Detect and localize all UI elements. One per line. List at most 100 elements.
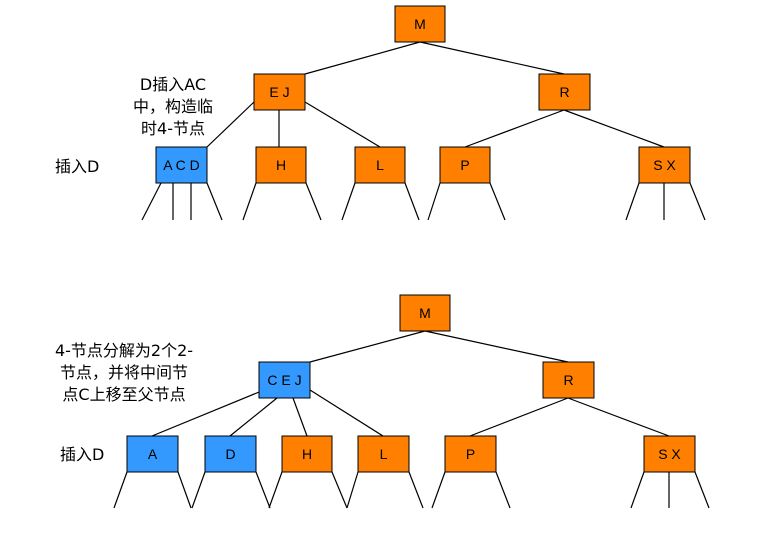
node-box: [357, 435, 410, 473]
node-box: [354, 146, 406, 184]
tree-node-t-sx: S X: [638, 146, 691, 184]
tree-node-t-m: M: [394, 5, 446, 43]
tree-edge: [431, 471, 446, 509]
node-label: S X: [658, 446, 681, 462]
tree-edge: [464, 109, 565, 148]
tree-node-b-p: P: [444, 435, 497, 473]
node-label: P: [466, 446, 475, 462]
tree-edge: [229, 397, 278, 437]
node-box: [281, 435, 333, 473]
tree-edge: [563, 109, 665, 148]
tree-edge: [255, 471, 271, 509]
tree-node-b-l: L: [357, 435, 410, 473]
node-label: L: [376, 157, 384, 173]
tree-edge: [292, 397, 308, 437]
tree-edge: [567, 397, 670, 437]
tree-edge: [630, 471, 645, 509]
node-box: [258, 361, 311, 399]
node-box: [444, 435, 497, 473]
node-box: [255, 146, 307, 184]
node-label: A C D: [163, 157, 200, 173]
tree-edge: [625, 182, 640, 221]
node-box: [538, 73, 591, 111]
tree-edges: [113, 41, 710, 509]
tree-node-t-p: P: [439, 146, 491, 184]
tree-edge: [309, 330, 426, 363]
node-label: C E J: [267, 372, 301, 388]
node-label: M: [414, 16, 426, 32]
node-box: [643, 435, 696, 473]
tree-edge: [427, 182, 441, 221]
tree-edge: [424, 330, 569, 363]
tree-edge: [242, 182, 257, 221]
tree-node-t-h: H: [255, 146, 307, 184]
node-label: E J: [269, 84, 289, 100]
tree-edge: [141, 182, 162, 221]
tree-node-b-cej: C E J: [258, 361, 311, 399]
tree-edge: [177, 471, 192, 509]
tree-node-b-m: M: [399, 294, 451, 332]
node-label: P: [460, 157, 469, 173]
tree-edge: [113, 471, 128, 509]
node-label: L: [380, 446, 388, 462]
tree-edge: [331, 471, 348, 509]
top-note-line-2: 中，构造临: [132, 97, 213, 116]
top-insert-label: 插入D: [55, 157, 100, 176]
node-box: [204, 435, 257, 473]
bottom-note-line-2: 节点，并将中间节: [59, 363, 188, 382]
tree-edge: [151, 389, 265, 437]
tree-node-b-h: H: [281, 435, 333, 473]
tree-edge: [191, 471, 206, 509]
tree-node-b-d: D: [204, 435, 257, 473]
top-note: D插入AC 中，构造临 时4-节点: [108, 74, 238, 140]
tree-nodes: M E J R A C D H L P S X M C E J R A D H L P S X: [126, 5, 696, 473]
node-label: R: [559, 84, 569, 100]
tree-edge: [206, 182, 223, 221]
tree-edge: [304, 101, 381, 148]
top-note-line-1: D插入AC: [139, 75, 207, 94]
node-label: H: [302, 446, 312, 462]
tree-edge: [268, 471, 283, 509]
node-label: A: [148, 446, 158, 462]
tree-edge: [694, 471, 710, 509]
node-box: [399, 294, 451, 332]
node-label: M: [419, 305, 431, 321]
tree-edge: [489, 182, 506, 221]
tree-edge: [689, 182, 706, 221]
tree-node-t-r: R: [538, 73, 591, 111]
node-label: H: [276, 157, 286, 173]
tree-edge: [304, 41, 421, 75]
tree-edge: [341, 182, 356, 221]
node-box: [126, 435, 179, 473]
bottom-insert-label: 插入D: [60, 445, 105, 464]
tree-edge: [408, 471, 424, 509]
tree-edge: [469, 397, 569, 437]
tree-node-t-ej: E J: [253, 73, 306, 111]
tree-edge: [309, 389, 384, 437]
node-box: [542, 361, 595, 399]
bottom-note-line-3: 点C上移至父节点: [62, 385, 186, 404]
node-box: [155, 146, 208, 184]
tree-node-t-acd: A C D: [155, 146, 208, 184]
node-box: [394, 5, 446, 43]
tree-edge: [346, 471, 359, 509]
tree-node-b-a: A: [126, 435, 179, 473]
tree-edge: [495, 471, 511, 509]
tree-node-t-l: L: [354, 146, 406, 184]
node-box: [253, 73, 306, 111]
node-box: [439, 146, 491, 184]
bottom-note-line-1: 4-节点分解为2个2-: [54, 341, 194, 360]
node-label: S X: [653, 157, 676, 173]
tree-edge: [419, 41, 565, 75]
bottom-note: 4-节点分解为2个2- 节点，并将中间节 点C上移至父节点: [18, 340, 230, 406]
tree-edge: [206, 101, 255, 148]
tree-node-b-r: R: [542, 361, 595, 399]
node-label: R: [563, 372, 573, 388]
tree-node-b-sx: S X: [643, 435, 696, 473]
node-box: [638, 146, 691, 184]
node-label: D: [225, 446, 235, 462]
tree-edge: [305, 182, 322, 221]
tree-edge: [404, 182, 420, 221]
top-note-line-3: 时4-节点: [141, 119, 205, 138]
